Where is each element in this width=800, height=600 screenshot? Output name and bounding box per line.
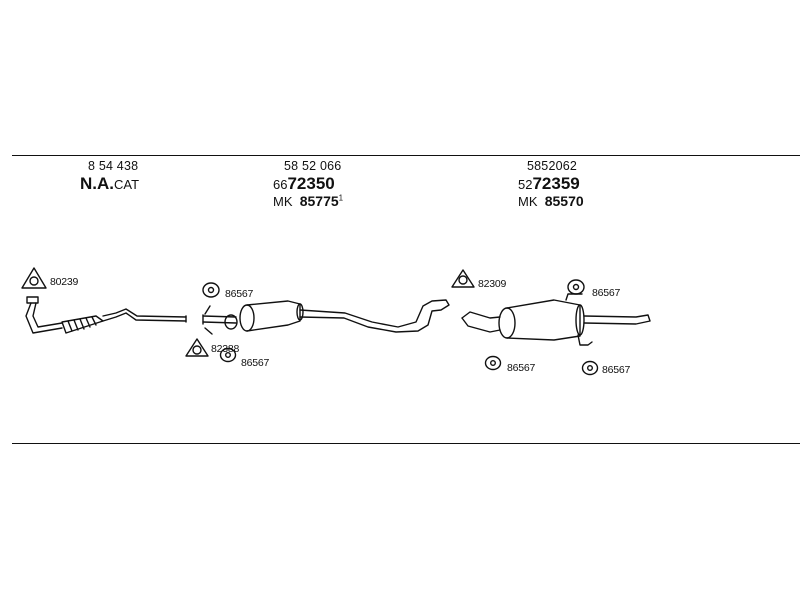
callout-86567-centre-top: 86567: [225, 288, 254, 300]
catalyst-label: N.A.CAT: [80, 174, 139, 194]
centre-mk-main: 85775: [299, 193, 339, 209]
rear-part-main: 72359: [532, 174, 580, 193]
rubber-mount-icon: [484, 355, 502, 371]
rubber-mount-icon: [567, 279, 585, 295]
rubber-mount-icon: [581, 360, 599, 376]
callout-82309: 82309: [478, 278, 507, 290]
rear-mk-prefix: MK: [518, 194, 538, 209]
centre-oe-number: 58 52 066: [284, 159, 342, 173]
rear-mk-number: MK 85570: [518, 193, 584, 209]
centre-part-prefix: 66: [273, 177, 288, 192]
callout-86567-rear-top: 86567: [592, 287, 621, 299]
rubber-mount-icon: [219, 347, 237, 363]
catalyst-oe-number: 8 54 438: [88, 159, 139, 173]
callout-86567-centre-bottom: 86567: [241, 357, 270, 369]
catalyst-icon: [21, 267, 187, 334]
rear-oe-number: 5852062: [527, 159, 578, 173]
centre-mk-number: MK 857751: [273, 193, 343, 209]
rear-part-number: 5272359: [518, 174, 580, 194]
clamp-icon: [451, 269, 475, 288]
muffler-icon: [461, 293, 651, 346]
callout-80239: 80239: [50, 276, 79, 288]
callout-86567-rear-right: 86567: [602, 364, 631, 376]
centre-part-number: 6672350: [273, 174, 335, 194]
clamp-icon: [185, 338, 209, 357]
bottom-divider: [12, 443, 800, 444]
muffler-icon: [202, 299, 450, 335]
centre-mk-footnote: 1: [338, 193, 344, 203]
centre-mk-prefix: MK: [273, 194, 293, 209]
catalyst-main-label: N.A.: [80, 174, 114, 193]
centre-part-main: 72350: [287, 174, 335, 193]
top-divider: [12, 155, 800, 156]
callout-86567-rear-left: 86567: [507, 362, 536, 374]
rear-part-prefix: 52: [518, 177, 533, 192]
rubber-mount-icon: [202, 282, 220, 298]
catalyst-suffix: CAT: [114, 177, 140, 192]
rear-mk-main: 85570: [544, 193, 584, 209]
